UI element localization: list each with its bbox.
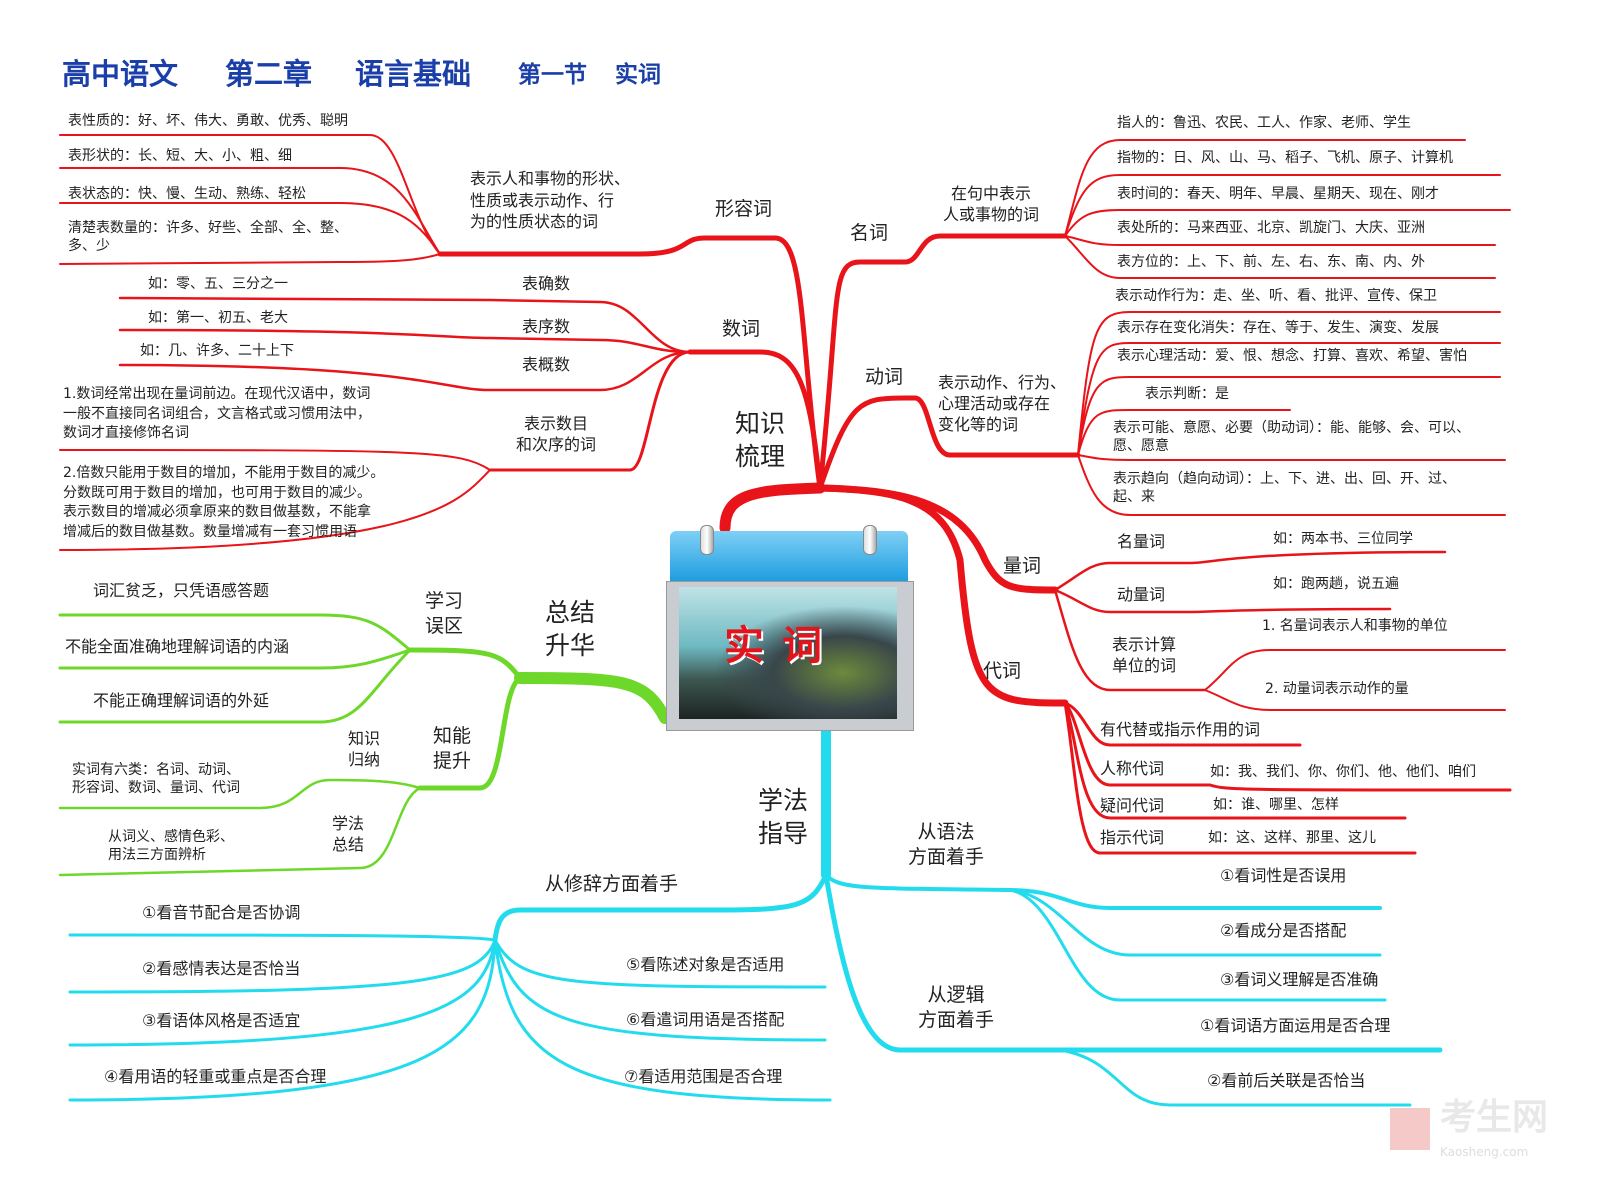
noun-item: 指人的：鲁迅、农民、工人、作家、老师、学生 (1117, 115, 1411, 131)
verb-item: 表示趋向（趋向动词）：上、下、进、出、回、开、过、起、来 (1113, 471, 1456, 506)
mistakes-node: 学习误区 (425, 590, 464, 637)
adjective-item: 清楚表数量的：许多、好些、全部、全、整、多、少 (68, 220, 348, 255)
rhetoric-item: ①看音节配合是否协调 (142, 903, 301, 922)
logic-item: ②看前后关联是否恰当 (1207, 1071, 1366, 1090)
adjective-item: 表形状的：长、短、大、小、粗、细 (68, 148, 292, 164)
verb-item: 表示判断：是 (1145, 386, 1229, 402)
pronoun-node: 代词 (983, 660, 1022, 682)
logic-item: ①看词语方面运用是否合理 (1200, 1016, 1391, 1035)
center-calendar-image: 实词 (666, 525, 914, 731)
knowledge-node: 知识梳理 (735, 409, 786, 471)
watermark-brand: 考生网 (1440, 1097, 1549, 1138)
noun-node: 名词 (850, 222, 889, 244)
numeral-example: 如：零、五、三分之一 (148, 276, 288, 292)
classifier-note: 2. 动量词表示动作的量 (1265, 681, 1409, 697)
summary-node: 总结升华 (545, 598, 596, 660)
adjective-desc: 表示人和事物的形状、性质或表示动作、行为的性质状态的词 (470, 169, 631, 232)
title-chapter: 第二章 (225, 57, 313, 91)
rhetoric-item: ③看语体风格是否适宜 (142, 1011, 301, 1030)
verb-desc: 表示动作、行为、心理活动或存在变化等的词 (938, 373, 1067, 434)
classifier-desc: 表示计算单位的词 (1112, 635, 1177, 675)
rhetoric-item: ④看用语的轻重或重点是否合理 (104, 1067, 327, 1086)
noun-item: 表时间的：春天、明年、早晨、星期天、现在、刚才 (1117, 186, 1439, 202)
pronoun-example: 如：我、我们、你、你们、他、他们、咱们 (1210, 764, 1476, 780)
knowledge-summary-node: 知识归纳 (348, 729, 381, 769)
numeral-example: 如：第一、初五、老大 (148, 310, 288, 326)
rhetoric-item: ⑥看遣词用语是否搭配 (626, 1010, 785, 1029)
logic-node: 从逻辑方面着手 (918, 984, 995, 1031)
classifier-example: 如：跑两趟，说五遍 (1273, 576, 1399, 592)
classifier-example: 如：两本书、三位同学 (1273, 531, 1413, 547)
numeral-cardinal: 表确数 (522, 274, 571, 293)
classifier-note: 1. 名量词表示人和事物的单位 (1262, 618, 1448, 634)
pronoun-example: 如：谁、哪里、怎样 (1213, 797, 1339, 813)
mistake-item: 词汇贫乏，只凭语感答题 (93, 581, 270, 600)
calendar-ring-icon (863, 525, 877, 555)
method-summary-text: 从词义、感情色彩、用法三方面辨析 (108, 829, 234, 864)
noun-item: 表方位的：上、下、前、左、右、东、南、内、外 (1117, 254, 1425, 270)
grammar-item: ③看词义理解是否准确 (1220, 970, 1379, 989)
improve-node: 知能提升 (433, 725, 472, 772)
grammar-item: ②看成分是否搭配 (1220, 921, 1347, 940)
interrogative-pronoun: 疑问代词 (1100, 796, 1165, 815)
verb-node: 动词 (865, 366, 904, 388)
classifier-node: 量词 (1003, 555, 1042, 577)
method-summary-node: 学法总结 (332, 814, 365, 854)
title-keyword: 实词 (615, 62, 661, 88)
numeral-desc: 表示数目和次序的词 (516, 414, 597, 454)
center-topic: 实词 (724, 623, 840, 669)
rhetoric-item: ⑦看适用范围是否合理 (624, 1067, 783, 1086)
watermark-logo-icon (1390, 1108, 1430, 1150)
rhetoric-item: ⑤看陈述对象是否适用 (626, 955, 785, 974)
watermark-url: Kaosheng.com (1440, 1145, 1529, 1159)
method-branch-lines (68, 723, 1443, 1107)
pronoun-example: 如：这、这样、那里、这儿 (1208, 830, 1376, 846)
mistake-item: 不能全面准确地理解词语的内涵 (65, 637, 290, 656)
numeral-example: 如：几、许多、二十上下 (140, 343, 294, 359)
demonstrative-pronoun: 指示代词 (1100, 828, 1165, 847)
title-subject: 高中语文 (62, 57, 179, 91)
verb-classifier: 动量词 (1117, 585, 1166, 604)
numeral-approximate: 表概数 (522, 355, 571, 374)
numeral-node: 数词 (722, 318, 761, 340)
rhetoric-node: 从修辞方面着手 (545, 873, 679, 895)
adjective-item: 表性质的：好、坏、伟大、勇敢、优秀、聪明 (68, 113, 348, 129)
pronoun-desc: 有代替或指示作用的词 (1100, 720, 1261, 739)
verb-item: 表示可能、意愿、必要（助动词）：能、能够、会、可以、愿、愿意 (1113, 420, 1470, 455)
noun-classifier: 名量词 (1117, 532, 1166, 551)
noun-item: 表处所的：马来西亚、北京、凯旋门、大庆、亚洲 (1117, 220, 1425, 236)
summary-branch-lines (58, 613, 671, 877)
numeral-note-2: 2.倍数只能用于数目的增加，不能用于数目的减少。分数既可用于数目的增加，也可用于… (63, 465, 385, 540)
stones-photo (679, 587, 897, 719)
knowledge-summary-text: 实词有六类：名词、动词、形容词、数词、量词、代词 (72, 762, 240, 797)
numeral-note-1: 1.数词经常出现在量词前边。在现代汉语中，数词一般不直接同名词组合，文言格式或习… (63, 386, 371, 442)
calendar-ring-icon (700, 525, 714, 555)
grammar-item: ①看词性是否误用 (1220, 866, 1347, 885)
verb-item: 表示动作行为：走、坐、听、看、批评、宣传、保卫 (1115, 288, 1437, 304)
rhetoric-item: ②看感情表达是否恰当 (142, 959, 301, 978)
title-section: 第一节 (518, 62, 587, 88)
personal-pronoun: 人称代词 (1100, 759, 1165, 778)
adjective-node: 形容词 (715, 198, 773, 220)
noun-item: 指物的：日、风、山、马、稻子、飞机、原子、计算机 (1117, 150, 1453, 166)
mistake-item: 不能正确理解词语的外延 (93, 691, 270, 710)
method-node: 学法指导 (758, 786, 809, 848)
grammar-node: 从语法方面着手 (908, 821, 985, 868)
verb-item: 表示心理活动：爱、恨、想念、打算、喜欢、希望、害怕 (1117, 348, 1467, 364)
verb-item: 表示存在变化消失：存在、等于、发生、演变、发展 (1117, 320, 1439, 336)
noun-desc: 在句中表示人或事物的词 (943, 184, 1040, 224)
adjective-item: 表状态的：快、慢、生动、熟练、轻松 (68, 186, 306, 202)
numeral-ordinal: 表序数 (522, 317, 571, 336)
title-topic: 语言基础 (355, 57, 472, 91)
knowledge-branch-lines (59, 134, 1512, 855)
